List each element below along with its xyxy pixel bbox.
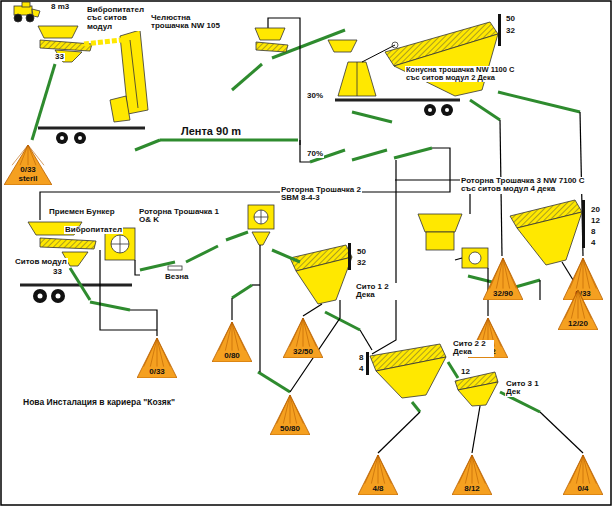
plant-label: 8 — [590, 228, 596, 236]
pile-size: 0/80 — [212, 352, 252, 360]
pile-size: 8/12 — [452, 485, 492, 493]
pile-size: 32/90 — [483, 290, 523, 298]
stockpile: 12/20 — [558, 290, 598, 330]
plant-label: 33 — [52, 268, 63, 276]
plant-label: 30% — [306, 92, 324, 100]
pile-size: 0/4 — [563, 485, 603, 493]
stockpile: 0/4 — [563, 455, 603, 495]
pile-text-box: 32/50 — [283, 348, 323, 356]
stockpile: 0/33 — [563, 258, 603, 300]
pile-size: 0/33 — [563, 290, 603, 298]
plant-label: Роторна Трошачка 3 NW 7100 C със ситов м… — [460, 177, 594, 194]
pile-text-box: 8/12 — [452, 485, 492, 493]
stockpile: 0/33 — [137, 338, 177, 378]
plant-label: Приемен Бункер — [48, 208, 116, 216]
plant-label: 70% — [306, 150, 324, 158]
stockpile: 32/90 — [483, 258, 523, 300]
stockpile: 32/50 — [283, 318, 323, 358]
pile-text-box: 0/33 — [563, 290, 603, 298]
plant-label: 50 — [505, 15, 516, 23]
plant-label: 4 — [590, 239, 596, 247]
plant-label: 20 — [590, 206, 601, 214]
plant-label: 50 — [356, 248, 367, 256]
stockpile: 50/80 — [270, 395, 310, 435]
pile-text-box: 12/20 — [558, 320, 598, 328]
pile-text-box: 0/80 — [212, 352, 252, 360]
pile-text-box: 32/90 — [483, 290, 523, 298]
pile-size: 0/33 — [4, 166, 52, 174]
plant-label: Везна — [164, 273, 189, 281]
plant-label: 32 — [356, 259, 367, 267]
stockpile: 0/33steril — [4, 145, 52, 185]
pile-size: steril — [4, 175, 52, 183]
pile-text-box: 50/80 — [270, 425, 310, 433]
plant-label: Роторна Трошачка 2 SBM 8-4-3 — [280, 186, 362, 203]
plant-label: 8 — [358, 354, 364, 362]
plant-label: Вибропитател — [64, 226, 123, 234]
pile-size: 0/33 — [137, 368, 177, 376]
plant-label: Роторна Трошачка 1 O& K — [138, 208, 224, 225]
pile-size: 50/80 — [270, 425, 310, 433]
stockpile: 4/8 — [358, 455, 398, 495]
pile-size: 32/50 — [283, 348, 323, 356]
plant-label: 33 — [54, 53, 65, 61]
plant-label: 12 — [590, 217, 601, 225]
plant-label: 32 — [505, 27, 516, 35]
plant-label: 4 — [358, 365, 364, 373]
stockpile: 0/80 — [212, 322, 252, 362]
plant-label: Сито 2 2 Дека — [452, 340, 494, 357]
plant-label: Сито 1 2 Дека — [355, 283, 397, 300]
pile-size: 12/20 — [558, 320, 598, 328]
stockpile: 8/12 — [452, 455, 492, 495]
plant-label: Вибропитател със ситов модул — [86, 6, 150, 31]
drawing-title: Нова Инсталация в кариера "Козяк" — [22, 398, 176, 407]
plant-label: 12 — [460, 368, 471, 376]
pile-text-box: 4/8 — [358, 485, 398, 493]
plant-label: Ситов модул — [14, 258, 68, 266]
plant-label: Сито 3 1 Дек — [505, 380, 541, 397]
pile-size: 4/8 — [358, 485, 398, 493]
plant-label: 8 m3 — [50, 3, 70, 11]
plant-label: Челюстна трошачка NW 105 — [150, 14, 224, 31]
pile-text-box: 0/33steril — [4, 166, 52, 183]
pile-text-box: 0/4 — [563, 485, 603, 493]
pile-text-box: 0/33 — [137, 368, 177, 376]
plant-label: Лента 90 m — [180, 126, 242, 138]
plant-label: Конусна трошачка NW 1100 C със ситов мод… — [405, 66, 519, 82]
